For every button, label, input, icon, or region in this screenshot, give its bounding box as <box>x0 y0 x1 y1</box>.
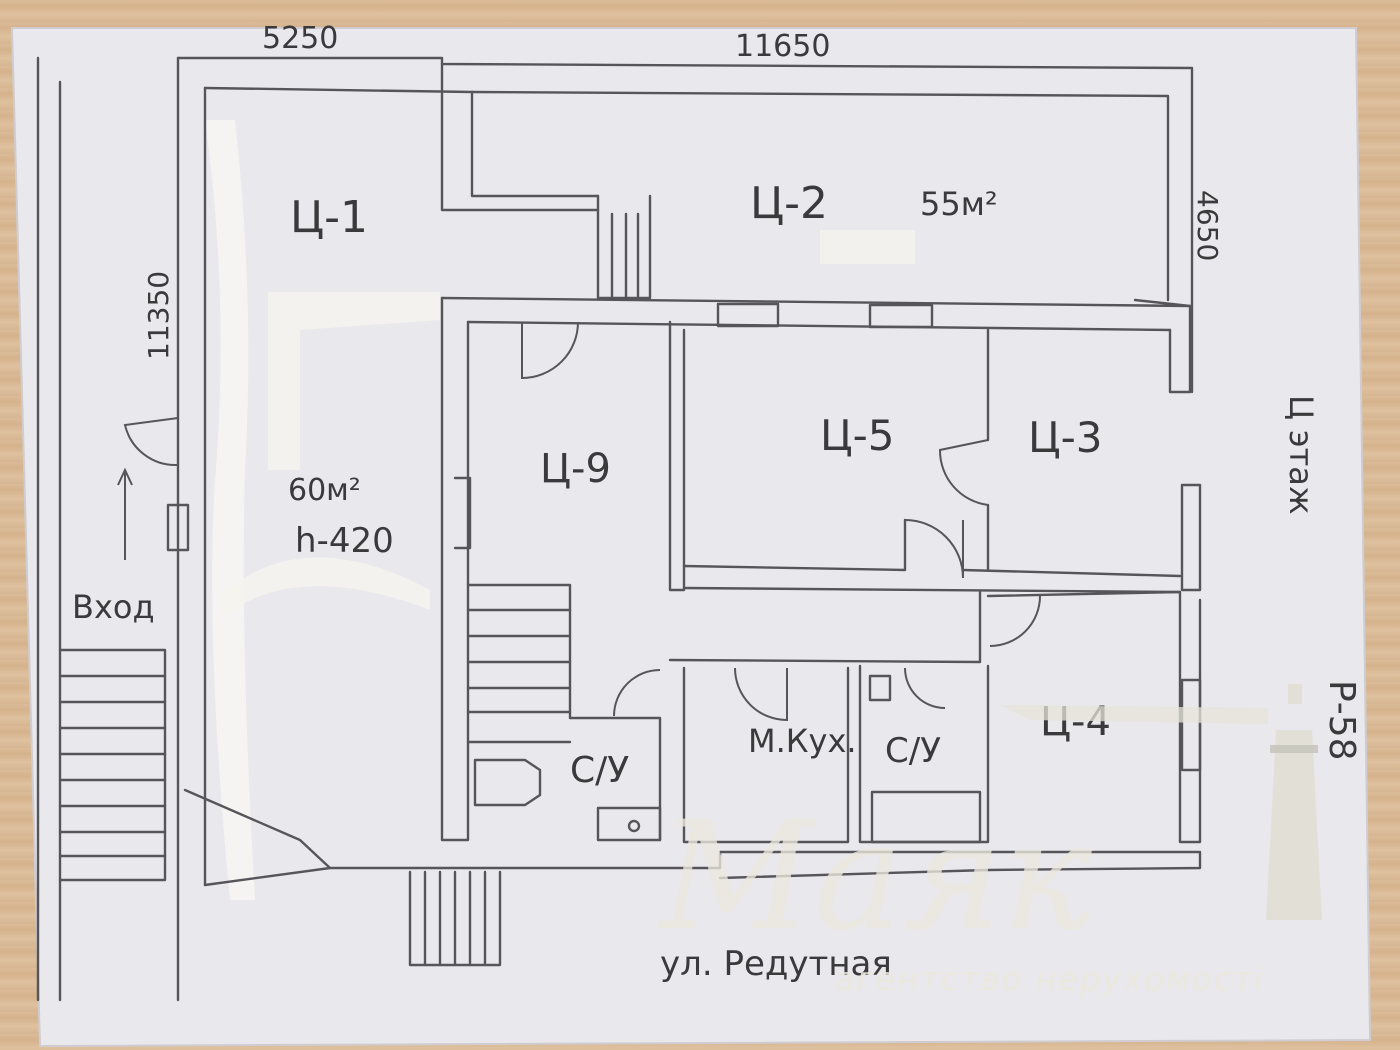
bottom-wall <box>203 850 1202 887</box>
correction-fluid-smear <box>215 557 430 615</box>
room-label-c9: Ц-9 <box>540 446 611 492</box>
window <box>716 302 780 328</box>
room-height-big: h-420 <box>295 521 394 561</box>
door-arc <box>521 321 579 380</box>
window <box>166 503 190 552</box>
door-arc <box>938 439 989 506</box>
window <box>1180 678 1202 772</box>
wall-wc1 <box>466 716 662 842</box>
stair-block <box>596 194 652 300</box>
room-label-c1: Ц-1 <box>290 192 368 243</box>
correction-fluid-smear <box>268 292 440 470</box>
wall-c1-c2-inner <box>470 90 600 198</box>
sink <box>596 806 662 842</box>
stair-lines <box>610 212 640 300</box>
inner-wall-top <box>203 86 1170 302</box>
room-label-c2: Ц-2 <box>750 178 828 229</box>
lighthouse-beam <box>1000 705 1268 724</box>
middle-wall <box>440 296 1192 308</box>
lighthouse-tower <box>1266 684 1322 920</box>
room-label-wc2: С/У <box>885 731 941 771</box>
porch-steps <box>58 648 167 882</box>
room-area-big: 60м² <box>288 473 361 508</box>
door-arc <box>904 667 946 709</box>
corridor-wall <box>682 586 1182 594</box>
door-arc <box>989 595 1041 647</box>
code-label: Р-58 <box>1321 680 1362 761</box>
drain <box>627 819 641 833</box>
wall-c3-bottom <box>961 568 1182 578</box>
correction-fluid-smear <box>820 230 915 264</box>
floor-label: Ц этаж <box>1282 395 1320 515</box>
stairs-outline <box>466 583 572 720</box>
dimension-right: 4650 <box>1191 190 1224 261</box>
kitchen-walls <box>682 666 850 844</box>
watermark-brand: Маяк <box>660 790 1092 964</box>
room-area-c2: 55м² <box>920 185 998 223</box>
dimension-left: 11350 <box>142 271 175 360</box>
toilet <box>868 674 892 702</box>
window <box>868 303 934 329</box>
entrance-label: Вход <box>72 588 155 626</box>
door-arc <box>904 519 964 579</box>
entrance-arrow <box>117 467 133 560</box>
door-arc <box>613 669 661 717</box>
paper-sheet <box>10 27 1372 1048</box>
corner-wall <box>1133 298 1192 394</box>
angled-wall <box>183 788 332 870</box>
wall-kitchen-top <box>668 590 982 664</box>
bathtub <box>473 758 542 807</box>
wall-c1-c2 <box>440 62 600 212</box>
street-label: ул. Редутная <box>660 944 892 984</box>
room-label-c5: Ц-5 <box>820 411 894 460</box>
dimension-top: 11650 <box>735 29 830 64</box>
correction-fluid-smear <box>205 120 255 900</box>
room-label-c3: Ц-3 <box>1028 413 1102 462</box>
room-label-wc1: С/У <box>570 750 629 791</box>
middle-wall-inner <box>466 320 1172 332</box>
door-arc <box>734 667 788 722</box>
doors <box>117 321 1041 722</box>
wall-c5-bottom <box>682 518 907 572</box>
porch-rails <box>36 56 62 1002</box>
shower <box>870 790 982 844</box>
front-steps <box>408 870 502 967</box>
stair-lines <box>466 608 572 714</box>
watermark-tagline: агентство нерухомості <box>835 960 1265 998</box>
door-arc <box>123 417 179 467</box>
window <box>453 476 472 550</box>
wall-c9-c5 <box>668 320 686 592</box>
room-label-kitchen: М.Кух. <box>748 722 857 760</box>
wall-big-room <box>440 296 470 842</box>
step-lines <box>58 674 167 858</box>
window <box>1180 483 1202 592</box>
dimension-top-left: 5250 <box>262 21 338 56</box>
wall-outlines <box>36 56 1202 1002</box>
